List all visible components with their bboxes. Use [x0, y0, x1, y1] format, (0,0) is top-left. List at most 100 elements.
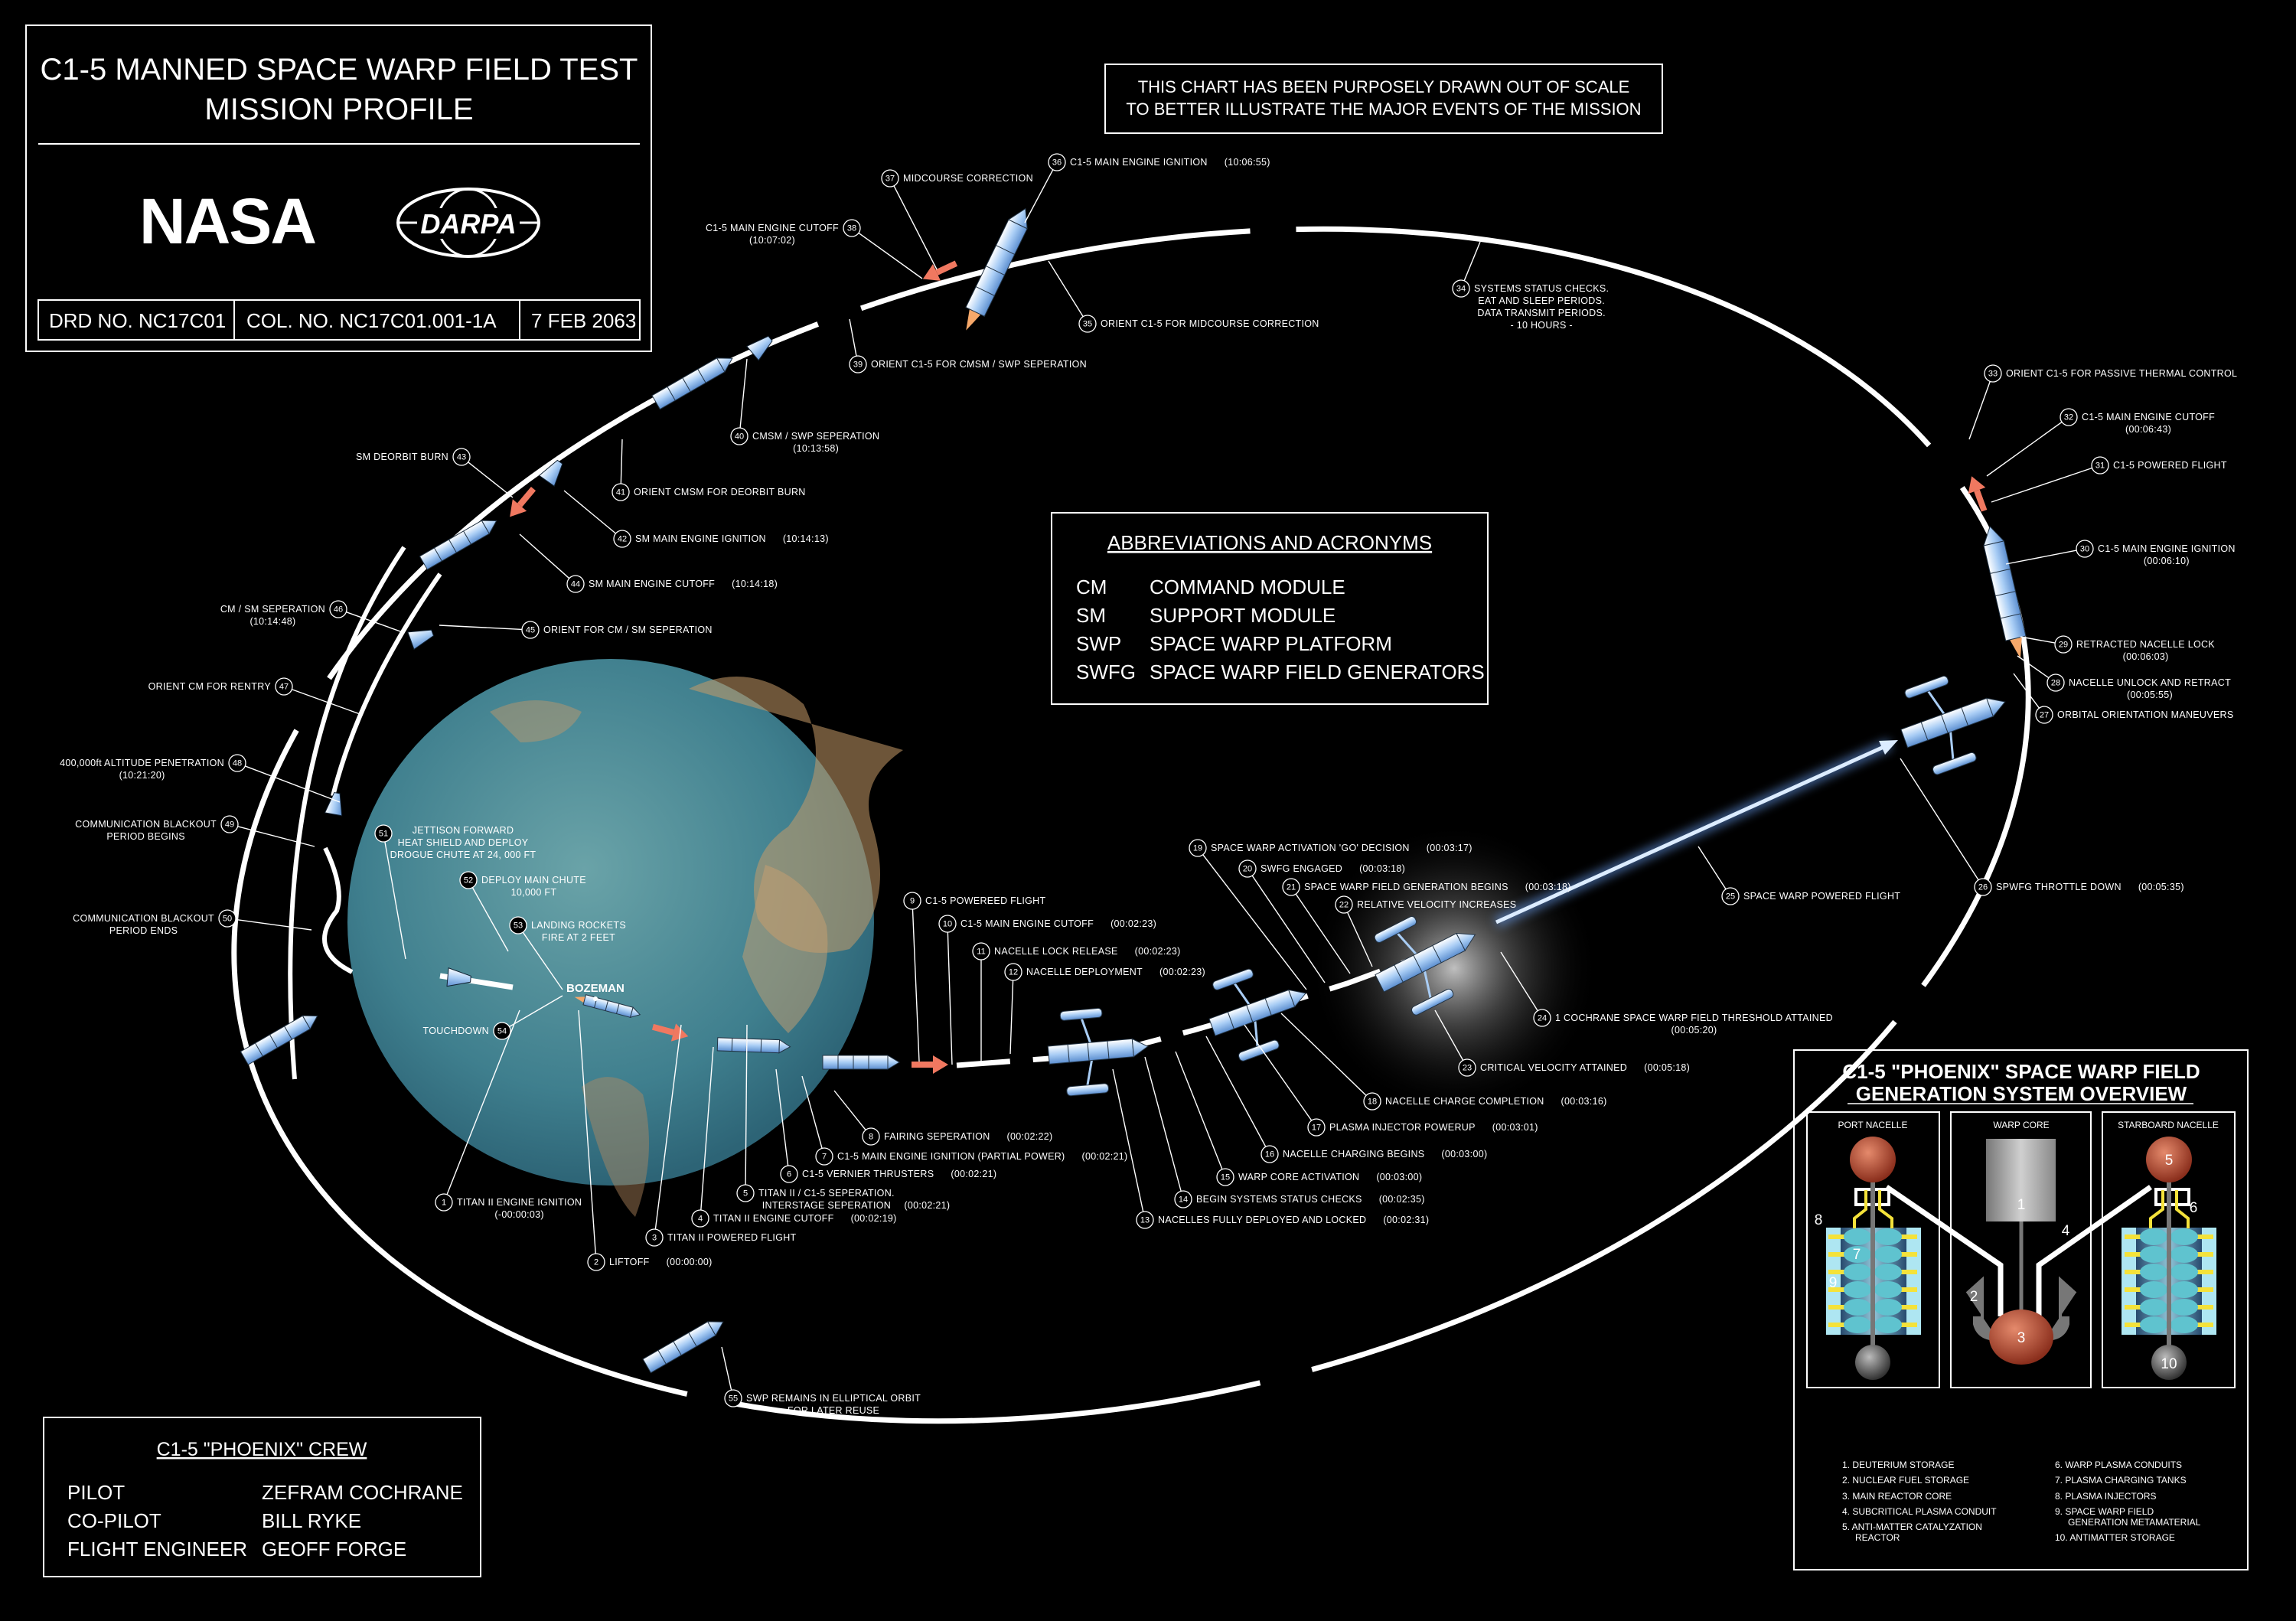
- event-callout-28: 28 NACELLE UNLOCK AND RETRACT (00:05:55): [2017, 655, 2231, 700]
- event-time: (-00:00:03): [494, 1209, 543, 1220]
- event-number-badge: [2091, 456, 2109, 475]
- event-number: 28: [2051, 679, 2060, 688]
- event-time: (00:05:55): [2127, 690, 2173, 700]
- leader-line: [620, 439, 623, 484]
- leader-line: [1280, 1013, 1367, 1096]
- event-time: (00:03:16): [1561, 1096, 1607, 1107]
- leader-line: [1295, 893, 1351, 974]
- event-label: WARP CORE ACTIVATION: [1238, 1172, 1359, 1182]
- event-number-badge: [938, 915, 957, 933]
- title-line-2: MISSION PROFILE: [204, 93, 473, 126]
- event-label: C1-5 POWEREED FLIGHT: [925, 895, 1045, 906]
- event-number-badge: [2060, 408, 2078, 426]
- event-number: 45: [526, 626, 535, 635]
- svg-text:8: 8: [1815, 1212, 1823, 1228]
- event-label: TITAN II ENGINE CUTOFF: [713, 1213, 834, 1224]
- event-number-badge: [1458, 1058, 1476, 1077]
- abbreviation-term: SM: [1076, 604, 1106, 627]
- direction-arrow-icon: [912, 1055, 948, 1074]
- leader-line: [1346, 912, 1373, 967]
- drd-number: DRD NO. NC17C01: [49, 309, 226, 332]
- abbreviation-meaning: COMMAND MODULE: [1150, 576, 1345, 598]
- leader-line: [471, 887, 509, 952]
- event-label: ORBITAL ORIENTATION MANEUVERS: [2057, 709, 2233, 720]
- event-label: SM MAIN ENGINE IGNITION: [635, 533, 766, 544]
- event-label: NACELLE UNLOCK AND RETRACT: [2069, 677, 2231, 688]
- event-number: 44: [571, 580, 580, 589]
- event-number: 42: [618, 535, 627, 544]
- legend-item: GENERATION METAMATERIAL: [2068, 1517, 2201, 1528]
- event-label: C1-5 POWERED FLIGHT: [2113, 460, 2227, 471]
- event-label: ORIENT C1-5 FOR CMSM / SWP SEPERATION: [871, 359, 1087, 370]
- event-number: 19: [1193, 844, 1202, 853]
- leader-line: [522, 931, 563, 990]
- spacecraft-icon: [419, 520, 497, 570]
- event-number-badge: [1452, 279, 1470, 298]
- abbreviation-term: SWP: [1076, 632, 1121, 655]
- leader-line: [519, 533, 570, 579]
- event-number-badge: [613, 530, 631, 548]
- event-label: CMSM / SWP SEPERATION: [752, 431, 879, 442]
- title-line-1: C1-5 MANNED SPACE WARP FIELD TEST: [41, 53, 638, 86]
- warp-ship-icon: [1047, 1007, 1149, 1097]
- svg-text:GENERATION SYSTEM OVERVIEW: GENERATION SYSTEM OVERVIEW: [1856, 1082, 2187, 1105]
- crew-name: BILL RYKE: [262, 1509, 361, 1532]
- event-time: (10:13:58): [793, 443, 839, 454]
- event-number-badge: [1238, 859, 1257, 878]
- event-time: (10:14:48): [249, 616, 295, 627]
- event-number-badge: [1261, 1145, 1279, 1163]
- event-number: 54: [497, 1027, 507, 1036]
- leader-line: [1500, 951, 1538, 1012]
- event-label: SWFG ENGAGED: [1261, 863, 1342, 874]
- leader-line: [739, 358, 748, 429]
- leader-line: [578, 1009, 596, 1254]
- event-label: PERIOD BEGINS: [106, 831, 185, 842]
- crew-name: ZEFRAM COCHRANE: [262, 1481, 463, 1504]
- event-time: (00:03:01): [1492, 1122, 1538, 1133]
- event-number-badge: [862, 1127, 880, 1146]
- leader-line: [509, 995, 563, 1028]
- event-time: (00:02:23): [1159, 967, 1205, 977]
- event-label: BEGIN SYSTEMS STATUS CHECKS: [1196, 1194, 1362, 1205]
- event-label: TITAN II / C1-5 SEPERATION.: [758, 1188, 895, 1199]
- leader-line: [893, 185, 938, 270]
- event-number-badge: [1048, 153, 1066, 171]
- leader-line: [446, 1009, 520, 1195]
- event-time: (00:02:21): [951, 1169, 996, 1179]
- warp-ship-icon: [1900, 675, 2006, 775]
- event-time: (00:02:35): [1379, 1194, 1425, 1205]
- event-number-badge: [452, 448, 471, 466]
- leader-line: [468, 462, 514, 498]
- reentry-path-inner: [322, 572, 442, 974]
- legend-item: REACTOR: [1855, 1532, 1900, 1543]
- port-nacelle-schematic: [1826, 1137, 1921, 1380]
- event-label: LANDING ROCKETS: [531, 920, 626, 931]
- event-number: 33: [1988, 370, 1998, 379]
- leader-line: [439, 625, 523, 631]
- leader-line: [912, 908, 920, 1062]
- launch-trajectory: [956, 952, 1425, 1068]
- event-number: 17: [1312, 1124, 1321, 1133]
- event-label: SM MAIN ENGINE CUTOFF: [589, 579, 715, 589]
- legend-item: 3. MAIN REACTOR CORE: [1842, 1491, 1952, 1502]
- event-time: (00:03:00): [1376, 1172, 1422, 1182]
- leader-line: [2013, 673, 2040, 709]
- event-number: 48: [233, 759, 242, 768]
- svg-text:DARPA: DARPA: [420, 208, 516, 240]
- event-number: 41: [616, 488, 625, 497]
- leader-line: [849, 318, 857, 357]
- event-number: 6: [787, 1170, 791, 1179]
- event-number-badge: [730, 427, 748, 445]
- event-number-badge: [2047, 674, 2065, 692]
